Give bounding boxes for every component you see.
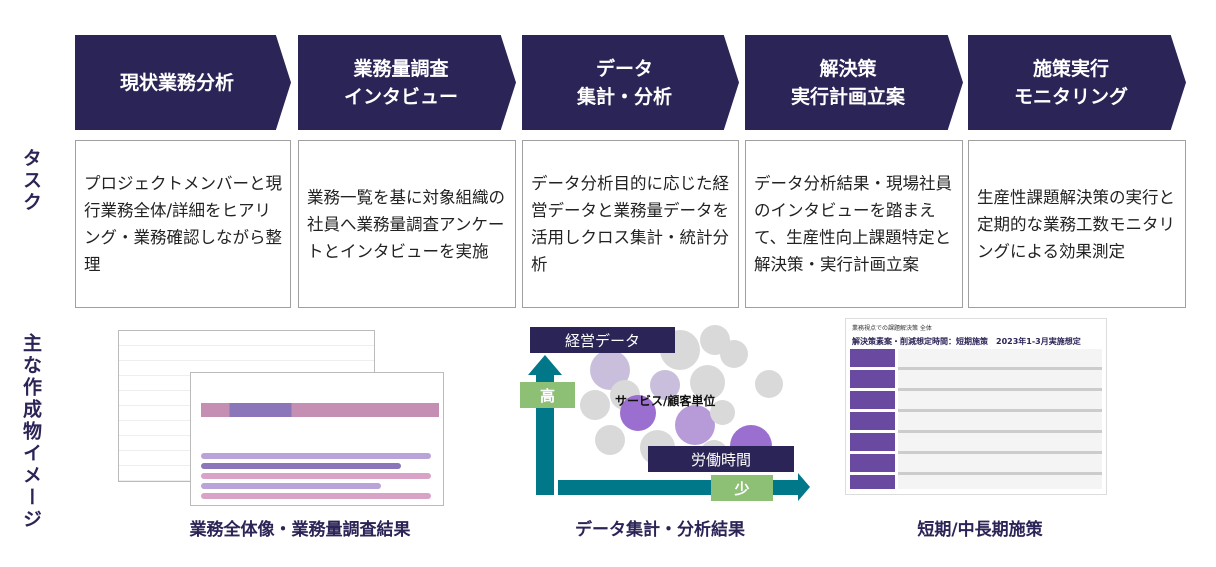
x-low-label: 少 bbox=[711, 475, 773, 501]
caption-3: 短期/中長期施策 bbox=[917, 520, 1043, 540]
caption-1: 業務全体像・業務量調査結果 bbox=[189, 520, 411, 540]
plan-doc-title: 解決策素案・削減想定時間：短期施策 2023年1-3月実施想定 bbox=[852, 337, 1081, 346]
step-chevron-1: 現状業務分析 bbox=[75, 35, 291, 130]
survey-result-doc bbox=[190, 372, 444, 506]
step-chevron-4: 解決策 実行計画立案 bbox=[745, 35, 963, 130]
bubble-chart: サービス/顧客単位 経営データ 高 労働時間 少 bbox=[520, 320, 820, 510]
step-chevron-5: 施策実行 モニタリング bbox=[968, 35, 1186, 130]
task-box-5: 生産性課題解決策の実行と定期的な業務工数モニタリングによる効果測定 bbox=[968, 140, 1186, 308]
center-label: サービス/顧客単位 bbox=[615, 394, 716, 408]
task-box-4: データ分析結果・現場社員のインタビューを踏まえて、生産性向上課題特定と解決策・実… bbox=[745, 140, 963, 308]
task-box-3: データ分析目的に応じた経営データと業務量データを活用しクロス集計・統計分析 bbox=[522, 140, 739, 308]
caption-2: データ集計・分析結果 bbox=[575, 520, 745, 540]
x-axis-label: 労働時間 bbox=[648, 446, 794, 472]
step-chevron-2: 業務量調査 インタビュー bbox=[298, 35, 516, 130]
step-chevron-3: データ 集計・分析 bbox=[522, 35, 739, 130]
y-axis-label: 経営データ bbox=[530, 327, 675, 353]
plan-doc: 業務視点での課題解決策 全体 解決策素案・削減想定時間：短期施策 2023年1-… bbox=[845, 318, 1107, 495]
task-label: タスク bbox=[20, 148, 42, 214]
deliverables-label: 主な作成物イメージ bbox=[20, 333, 42, 531]
task-box-1: プロジェクトメンバーと現行業務全体/詳細をヒアリング・業務確認しながら整理 bbox=[75, 140, 291, 308]
y-high-label: 高 bbox=[520, 382, 575, 408]
task-box-2: 業務一覧を基に対象組織の社員へ業務量調査アンケートとインタビューを実施 bbox=[298, 140, 516, 308]
plan-doc-header: 業務視点での課題解決策 全体 bbox=[852, 325, 932, 332]
